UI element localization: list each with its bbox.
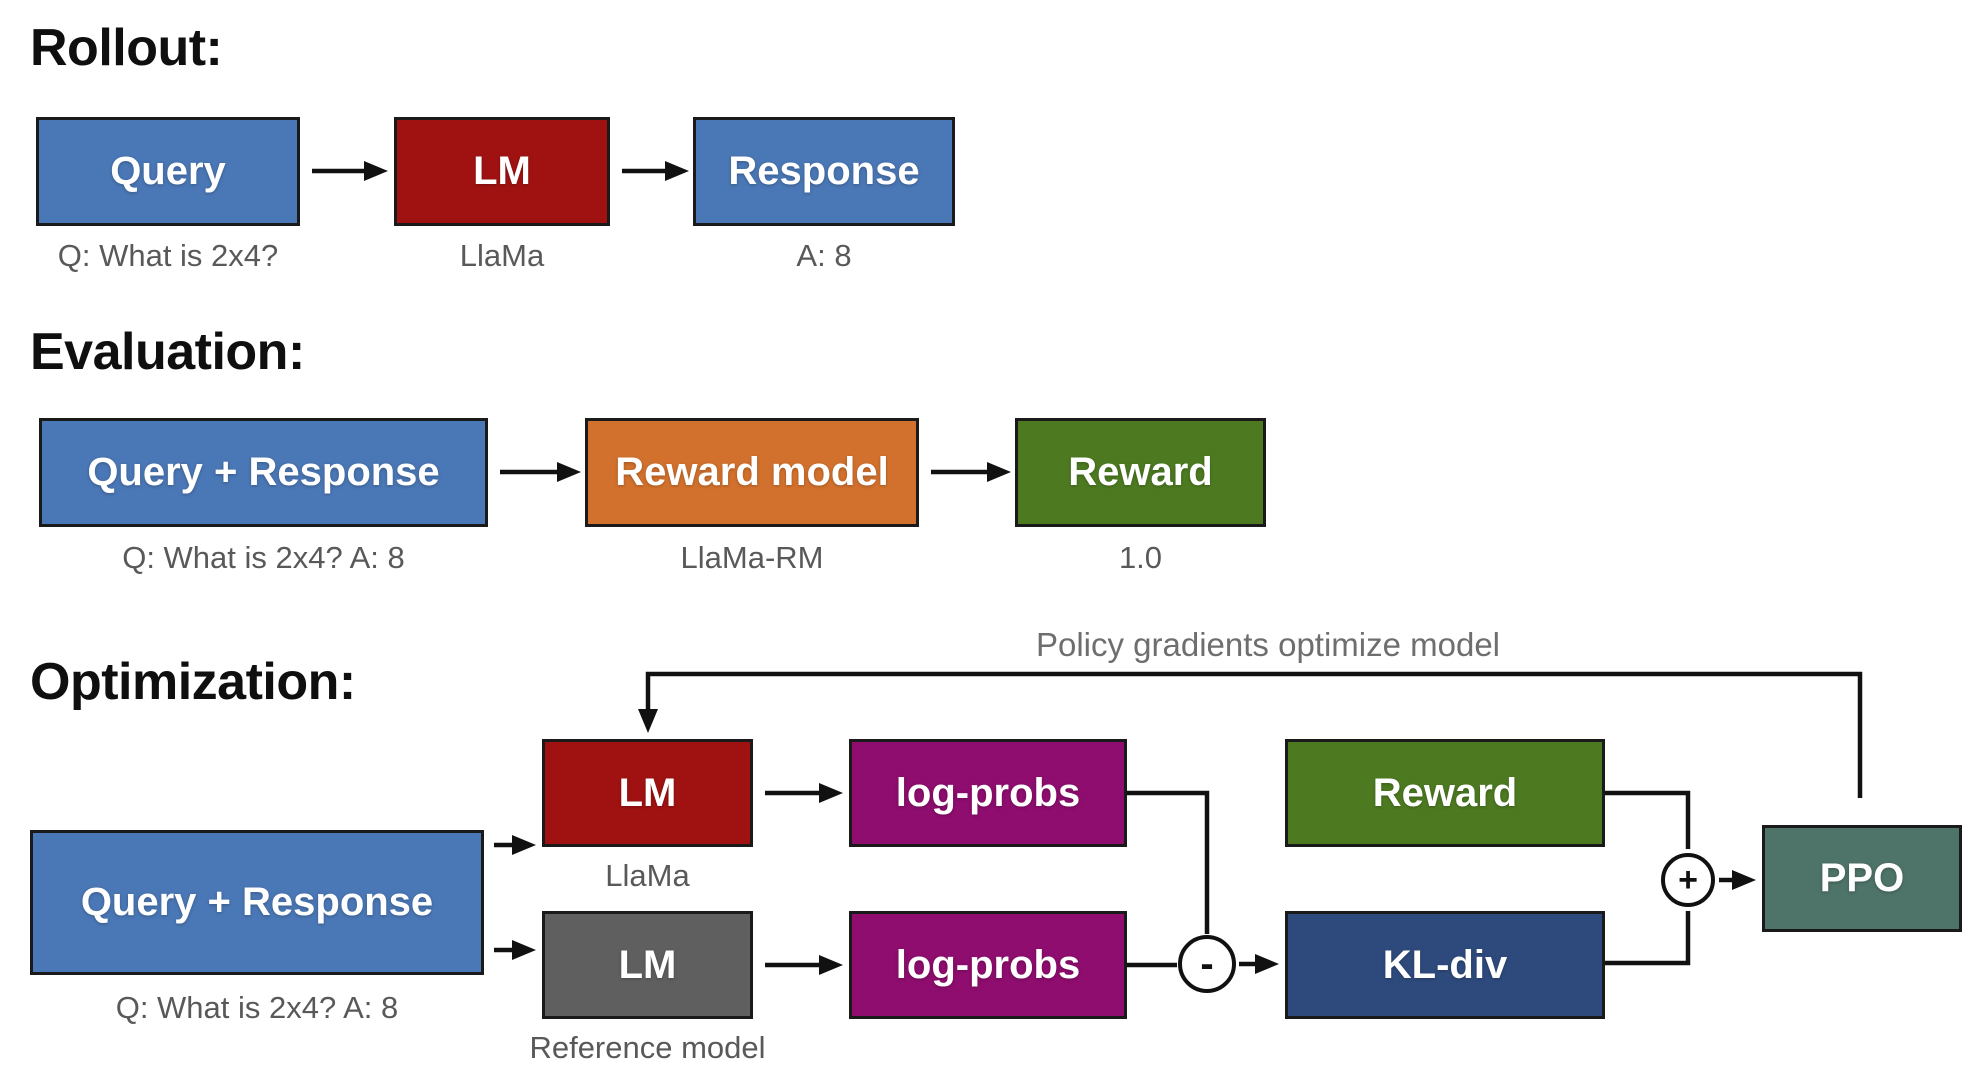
kl-div-box-label: KL-div [1382, 942, 1508, 987]
response-box: Response [693, 117, 955, 226]
response-caption: A: 8 [796, 238, 852, 273]
kl-div-box: KL-div [1285, 911, 1605, 1019]
lm-reference-caption: Reference model [529, 1030, 766, 1065]
ppo-box: PPO [1762, 825, 1962, 932]
reward-model-box-label: Reward model [615, 450, 889, 494]
reward-box-label: Reward [1068, 450, 1213, 494]
line-logprobs-policy-to-minus [1127, 790, 1210, 934]
opt-reward-box: Reward [1285, 739, 1605, 847]
logprobs-policy-box: log-probs [849, 739, 1127, 847]
reward-value-caption: 1.0 [1118, 540, 1163, 575]
rollout-title: Rollout: [30, 19, 223, 77]
lm-box: LM [394, 117, 610, 226]
query-response-box-label: Query + Response [87, 450, 440, 494]
logprobs-reference-box: log-probs [849, 911, 1127, 1019]
opt-reward-box-label: Reward [1372, 770, 1518, 815]
query-caption: Q: What is 2x4? [57, 238, 279, 273]
plus-operator-circle: + [1661, 853, 1715, 907]
evaluation-title: Evaluation: [30, 323, 305, 381]
line-kldiv-to-plus [1605, 911, 1691, 966]
minus-operator-glyph: - [1200, 941, 1214, 986]
feedback-loop-line [638, 671, 1863, 798]
feedback-loop-label: Policy gradients optimize model [1035, 626, 1501, 663]
lm-reference-box: LM [542, 911, 753, 1019]
query-response-caption: Q: What is 2x4? A: 8 [122, 540, 405, 575]
lm-reference-box-label: LM [618, 942, 677, 987]
reward-box: Reward [1015, 418, 1266, 527]
opt-query-response-caption: Q: What is 2x4? A: 8 [115, 990, 399, 1025]
response-box-label: Response [728, 149, 920, 193]
opt-query-response-box: Query + Response [30, 830, 484, 975]
minus-operator-circle: - [1178, 935, 1236, 993]
logprobs-policy-box-label: log-probs [895, 770, 1081, 815]
lm-box-label: LM [473, 149, 531, 193]
optimization-title: Optimization: [30, 653, 356, 711]
query-box-label: Query [110, 149, 226, 193]
lm-caption: LlaMa [459, 238, 545, 273]
line-reward-to-plus [1605, 790, 1691, 849]
plus-operator-glyph: + [1678, 860, 1698, 899]
query-box: Query [36, 117, 300, 226]
reward-model-box: Reward model [585, 418, 919, 527]
ppo-box-label: PPO [1819, 856, 1905, 900]
lm-policy-box-label: LM [618, 770, 677, 815]
opt-query-response-box-label: Query + Response [80, 880, 434, 924]
logprobs-reference-box-label: log-probs [895, 942, 1081, 987]
lm-policy-caption: LlaMa [605, 858, 690, 893]
query-response-box: Query + Response [39, 418, 488, 527]
lm-policy-box: LM [542, 739, 753, 847]
reward-model-caption: LlaMa-RM [680, 540, 824, 575]
